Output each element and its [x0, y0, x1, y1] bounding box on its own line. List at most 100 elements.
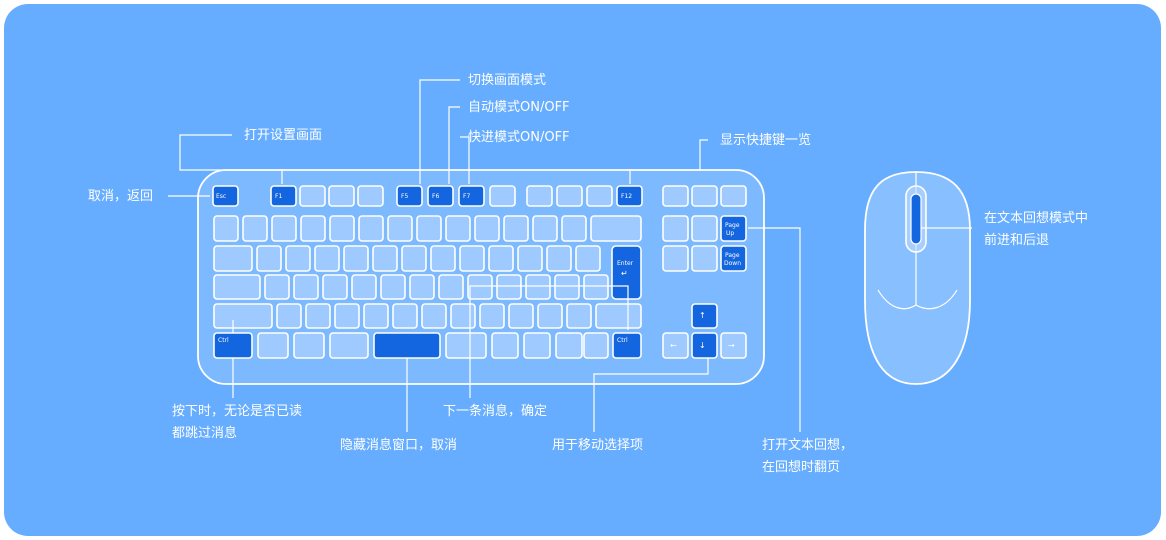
key[interactable]: [409, 274, 435, 300]
key-f6[interactable]: [427, 185, 454, 207]
key[interactable]: [293, 274, 319, 300]
key[interactable]: [242, 215, 268, 242]
key[interactable]: [496, 274, 522, 300]
key[interactable]: [590, 215, 642, 242]
key[interactable]: [662, 245, 689, 272]
key-f5[interactable]: [396, 185, 423, 207]
key[interactable]: [276, 303, 302, 329]
key[interactable]: [416, 215, 442, 242]
key[interactable]: [595, 303, 642, 329]
key[interactable]: [357, 185, 384, 207]
key[interactable]: [491, 332, 519, 359]
key-ctrl-right[interactable]: [612, 332, 642, 359]
key[interactable]: [691, 245, 718, 272]
key[interactable]: [257, 332, 289, 359]
key[interactable]: [554, 274, 580, 300]
key-f1-label: F1: [275, 193, 282, 200]
key-arrow-right[interactable]: [720, 332, 747, 359]
key[interactable]: [445, 215, 471, 242]
key-space[interactable]: [373, 332, 441, 359]
key[interactable]: [508, 303, 534, 329]
key-esc[interactable]: [212, 185, 239, 207]
key[interactable]: [459, 245, 485, 272]
key[interactable]: [488, 245, 514, 272]
key-page-up[interactable]: [720, 215, 747, 242]
mouse-scroll-wheel[interactable]: [910, 193, 922, 245]
key[interactable]: [479, 303, 505, 329]
key[interactable]: [438, 274, 464, 300]
key-f12[interactable]: [616, 185, 643, 207]
key[interactable]: [314, 245, 340, 272]
key[interactable]: [372, 245, 398, 272]
key[interactable]: [526, 185, 553, 207]
key[interactable]: [566, 303, 592, 329]
key[interactable]: [387, 215, 413, 242]
key[interactable]: [583, 274, 609, 300]
key[interactable]: [293, 332, 325, 359]
key[interactable]: [213, 274, 261, 300]
key[interactable]: [351, 274, 377, 300]
key[interactable]: [720, 185, 747, 207]
arrow-keys: ↑ ← ↓ →: [662, 303, 747, 359]
label-open-backlog-2: 在回想时翻页: [762, 460, 841, 475]
key[interactable]: [329, 332, 369, 359]
key[interactable]: [213, 215, 239, 242]
key[interactable]: [445, 332, 487, 359]
key[interactable]: [691, 185, 718, 207]
key[interactable]: [474, 215, 500, 242]
key[interactable]: [329, 215, 355, 242]
key[interactable]: [264, 274, 290, 300]
key-f1[interactable]: [270, 185, 297, 207]
key[interactable]: [532, 215, 558, 242]
key-arrow-down[interactable]: [691, 332, 718, 359]
key[interactable]: [430, 245, 456, 272]
shift-row: [213, 303, 642, 329]
key[interactable]: [421, 303, 447, 329]
key[interactable]: [546, 245, 572, 272]
key-arrow-left[interactable]: [662, 332, 689, 359]
key[interactable]: [583, 332, 609, 359]
key-f7[interactable]: [458, 185, 485, 207]
key[interactable]: [305, 303, 331, 329]
key[interactable]: [662, 185, 689, 207]
key[interactable]: [523, 332, 551, 359]
key[interactable]: [334, 303, 360, 329]
key-f6-label: F6: [432, 193, 439, 200]
key[interactable]: [556, 185, 583, 207]
label-move-select: 用于移动选择项: [552, 438, 644, 453]
key[interactable]: [575, 245, 601, 272]
key[interactable]: [300, 215, 326, 242]
key[interactable]: [489, 185, 516, 207]
arrow-left-icon: ←: [670, 341, 677, 350]
key[interactable]: [503, 215, 529, 242]
key[interactable]: [586, 185, 613, 207]
key[interactable]: [358, 215, 384, 242]
key[interactable]: [328, 185, 355, 207]
key-f7-label: F7: [463, 193, 470, 200]
key[interactable]: [285, 245, 311, 272]
key[interactable]: [691, 215, 718, 242]
key[interactable]: [299, 185, 326, 207]
key[interactable]: [322, 274, 348, 300]
key[interactable]: [662, 215, 689, 242]
key[interactable]: [213, 245, 253, 272]
key[interactable]: [525, 274, 551, 300]
key[interactable]: [363, 303, 389, 329]
key[interactable]: [380, 274, 406, 300]
key-f5-label: F5: [401, 193, 408, 200]
key[interactable]: [467, 274, 493, 300]
key[interactable]: [517, 245, 543, 272]
key[interactable]: [343, 245, 369, 272]
key[interactable]: [271, 215, 297, 242]
key-arrow-up[interactable]: [691, 303, 718, 329]
key[interactable]: [537, 303, 563, 329]
key[interactable]: [561, 215, 587, 242]
key[interactable]: [213, 303, 273, 329]
key-page-down[interactable]: [720, 245, 747, 272]
key[interactable]: [392, 303, 418, 329]
key[interactable]: [555, 332, 583, 359]
key[interactable]: [401, 245, 427, 272]
key[interactable]: [256, 245, 282, 272]
key[interactable]: [450, 303, 476, 329]
